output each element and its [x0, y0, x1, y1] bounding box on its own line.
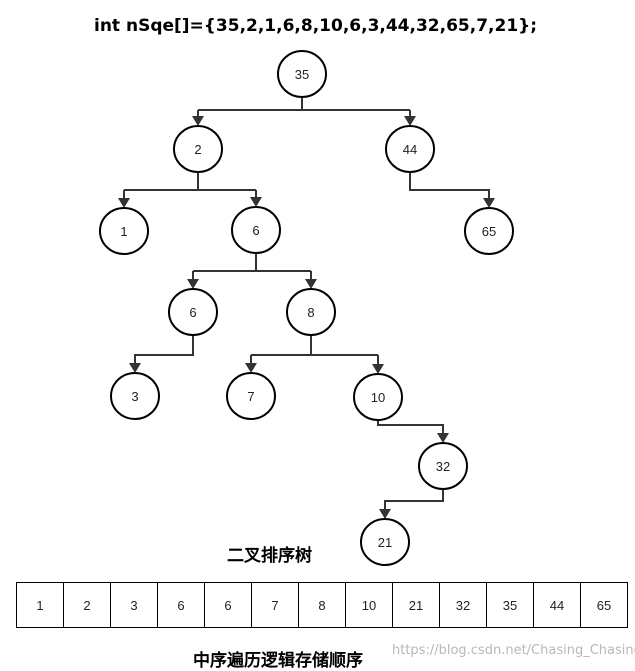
tree-node-35: 35: [277, 50, 327, 98]
inorder-cell: 8: [299, 583, 346, 627]
edge-arrowhead: [192, 116, 204, 126]
inorder-cell: 7: [252, 583, 299, 627]
inorder-cell: 6: [205, 583, 252, 627]
tree-node-7: 7: [226, 372, 276, 420]
node-label: 44: [403, 142, 417, 157]
node-ellipse: [464, 207, 514, 255]
watermark: https://blog.csdn.net/Chasing_Chasing: [392, 643, 635, 658]
node-label: 8: [307, 305, 314, 320]
node-ellipse: [110, 372, 160, 420]
tree-node-32: 32: [418, 442, 468, 490]
edge-single: [377, 420, 444, 435]
edge-arrowhead: [129, 363, 141, 373]
node-ellipse: [418, 442, 468, 490]
edge-single: [409, 172, 490, 200]
node-ellipse: [168, 288, 218, 336]
edge-arrowhead: [437, 433, 449, 443]
node-ellipse: [231, 206, 281, 254]
edge-arrowhead: [187, 279, 199, 289]
node-label: 1: [120, 224, 127, 239]
node-ellipse: [286, 288, 336, 336]
node-label: 21: [378, 535, 392, 550]
edge-arrowhead: [372, 364, 384, 374]
inorder-cell: 32: [440, 583, 487, 627]
node-label: 32: [436, 459, 450, 474]
tree-node-2: 2: [173, 125, 223, 173]
node-ellipse: [353, 373, 403, 421]
tree-node-65: 65: [464, 207, 514, 255]
tree-node-3: 3: [110, 372, 160, 420]
edge-arrowhead: [118, 198, 130, 208]
node-label: 6: [252, 223, 259, 238]
node-ellipse: [360, 518, 410, 566]
edge-arrowhead: [404, 116, 416, 126]
tree-node-6: 6: [168, 288, 218, 336]
node-ellipse: [173, 125, 223, 173]
node-label: 2: [194, 142, 201, 157]
edge-arrowhead: [305, 279, 317, 289]
edge-single: [384, 489, 444, 511]
node-label: 3: [131, 389, 138, 404]
edge-arrowhead: [483, 198, 495, 208]
code-title: int nSqe[]={35,2,1,6,8,10,6,3,44,32,65,7…: [94, 16, 538, 36]
node-ellipse: [226, 372, 276, 420]
node-label: 6: [189, 305, 196, 320]
binary-sort-tree-diagram: 35 2 44 1 6 65 6 8 3 7 10 32 21: [99, 50, 514, 566]
edge-arrowhead: [250, 197, 262, 207]
inorder-cell: 21: [393, 583, 440, 627]
inorder-cell: 65: [596, 597, 612, 613]
inorder-cell: 35: [487, 583, 534, 627]
tree-node-8: 8: [286, 288, 336, 336]
tree-caption: 二叉排序树: [227, 546, 312, 566]
node-ellipse: [277, 50, 327, 98]
inorder-cell: 2: [64, 583, 111, 627]
inorder-cell: 3: [111, 583, 158, 627]
tree-nodes: 35 2 44 1 6 65 6 8 3 7 10 32 21: [99, 50, 514, 566]
node-ellipse: [99, 207, 149, 255]
node-label: 7: [247, 389, 254, 404]
edge-arrowhead: [245, 363, 257, 373]
edge-arrowhead: [379, 509, 391, 519]
edge-single: [134, 335, 194, 365]
inorder-cell: 1: [17, 583, 64, 627]
inorder-cell: 6: [158, 583, 205, 627]
tree-node-6: 6: [231, 206, 281, 254]
inorder-cell: 44: [534, 583, 581, 627]
tree-node-1: 1: [99, 207, 149, 255]
node-ellipse: [385, 125, 435, 173]
tree-node-10: 10: [353, 373, 403, 421]
node-label: 35: [295, 67, 309, 82]
node-label: 65: [482, 224, 496, 239]
inorder-caption: 中序遍历逻辑存储顺序: [193, 651, 363, 671]
node-label: 10: [371, 390, 385, 405]
tree-node-44: 44: [385, 125, 435, 173]
inorder-cell: 10: [346, 583, 393, 627]
tree-edges: [118, 97, 495, 519]
tree-node-21: 21: [360, 518, 410, 566]
